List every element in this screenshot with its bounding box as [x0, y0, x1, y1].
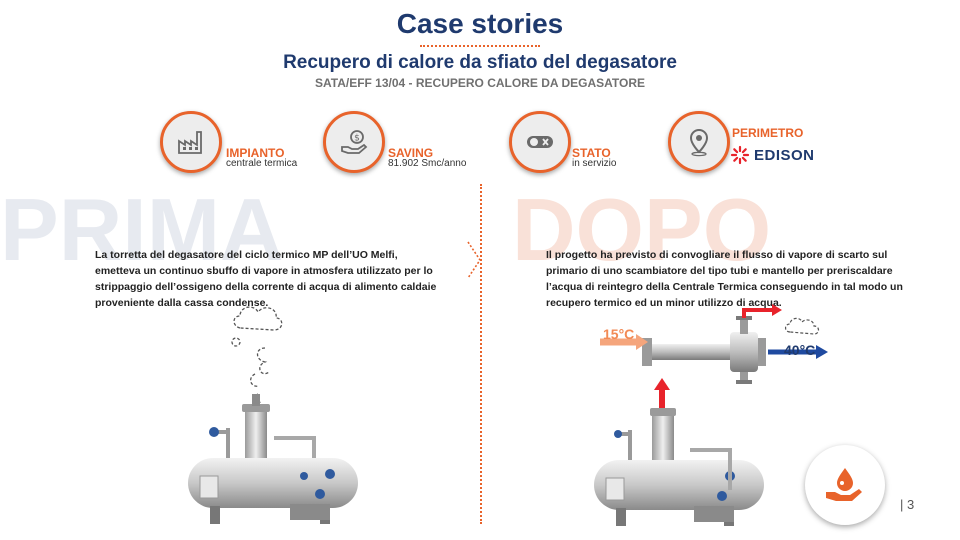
- location-pin-icon: [668, 111, 730, 173]
- divider-chevron: [467, 241, 481, 279]
- edison-logo: EDISON: [730, 145, 815, 165]
- kpi-impianto-label: IMPIANTO: [226, 146, 285, 160]
- kpi-saving-value: 81.902 Smc/anno: [388, 158, 467, 169]
- page-subtitle: Recupero di calore da sfiato del degasat…: [283, 52, 677, 73]
- water-saving-badge: [805, 445, 885, 525]
- hand-water-drop-icon: [826, 468, 862, 501]
- deaerator-after-illustration: [594, 304, 828, 526]
- prima-description: La torretta del degasatore del ciclo ter…: [95, 249, 437, 309]
- kpi-stato-label: STATO: [572, 146, 611, 160]
- kpi-perimetro-label: PERIMETRO: [732, 126, 804, 140]
- temperature-out-label: 40°C: [784, 342, 816, 358]
- dopo-description: Il progetto ha previsto di convogliare i…: [546, 249, 903, 309]
- section-divider: [480, 184, 482, 524]
- prima-watermark: PRIMA: [0, 180, 284, 279]
- edison-logo-mark: [730, 145, 750, 165]
- edison-wordmark: EDISON: [754, 146, 815, 164]
- kpi-saving-label: SAVING: [388, 146, 434, 160]
- page-number: | 3: [900, 497, 915, 512]
- factory-icon: [160, 111, 222, 173]
- temperature-in-label: 15°C: [603, 326, 635, 342]
- title-underline: [420, 45, 540, 47]
- hand-money-icon: $: [323, 111, 385, 173]
- project-code: SATA/EFF 13/04 - RECUPERO CALORE DA DEGA…: [314, 76, 646, 90]
- toggle-icon: [509, 111, 571, 173]
- kpi-stato-value: in servizio: [572, 158, 617, 169]
- page-title: Case stories: [396, 8, 564, 39]
- kpi-impianto-value: centrale termica: [226, 158, 298, 169]
- dopo-watermark: DOPO: [512, 180, 772, 279]
- deaerator-before-illustration: [188, 306, 358, 524]
- svg-text:$: $: [354, 134, 360, 144]
